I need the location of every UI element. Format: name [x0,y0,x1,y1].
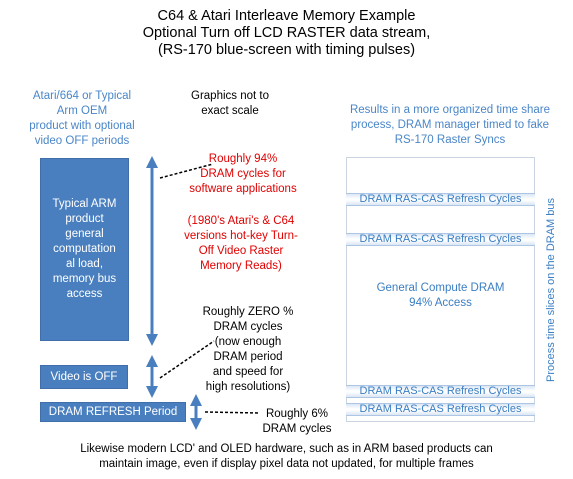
zero-annotation: Roughly ZERO % DRAM cycles (now enough D… [202,306,294,393]
refresh-band-1: DRAM RAS-CAS Refresh Cycles [346,193,535,206]
diagram-title: C64 & Atari Interleave Memory Example Op… [142,8,431,58]
software-annotation: Roughly 94% DRAM cycles for software app… [189,153,297,195]
left-header: Atari/664 or Typical Arm OEM product wit… [29,90,135,147]
software-leader [159,163,214,179]
graphics-note: Graphics not to exact scale [191,90,269,117]
video-off-box: Video is OFF [40,365,128,389]
refresh-band-2: DRAM RAS-CAS Refresh Cycles [346,233,535,246]
hotkey-annotation: (1980's Atari's & C64 versions hot-key T… [184,215,298,272]
six-leader [204,411,260,414]
six-annotation: Roughly 6% DRAM cycles [262,408,332,435]
refresh-band-4: DRAM RAS-CAS Refresh Cycles [346,403,535,416]
zero-leader [159,340,215,379]
right-header: Results in a more organized time share p… [349,104,551,146]
general-compute-label: General Compute DRAM 94% Access [376,282,505,309]
refresh-band-3: DRAM RAS-CAS Refresh Cycles [346,385,535,398]
footer-note: Likewise modern LCD' and OLED hardware, … [80,443,493,470]
dram-refresh-box: DRAM REFRESH Period [40,402,186,422]
arm-product-box: Typical ARM product general computation … [40,158,129,341]
